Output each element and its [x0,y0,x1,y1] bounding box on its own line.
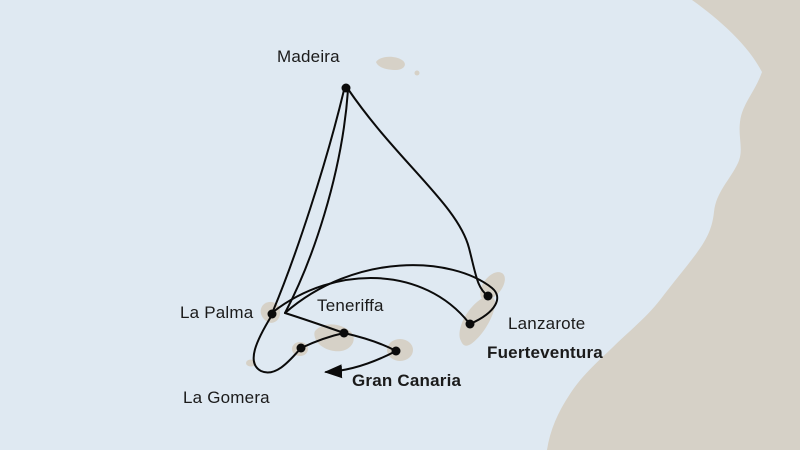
port-label-fuerteventura: Fuerteventura [487,343,603,362]
route-junction-lanzarote-hook [284,264,498,325]
port-label-gran-canaria: Gran Canaria [352,371,462,390]
port-label-lanzarote: Lanzarote [508,314,586,333]
port-label-la-palma: La Palma [180,303,254,322]
port-dot-la-gomera [296,343,306,353]
port-dot-la-palma [267,309,277,319]
route-junction-teneriffa [284,312,345,334]
route-final-arrow [324,350,397,379]
port-dot-fuerteventura [465,319,475,329]
route-madeira-lanzarote [347,88,489,297]
port-dot-madeira [341,83,351,93]
port-dot-lanzarote [483,291,493,301]
island-madeira-islet [414,70,420,76]
island-teneriffa [314,324,354,352]
mainland-coast [547,0,800,450]
port-dot-gran-canaria [391,346,401,356]
port-dot-teneriffa [339,328,349,338]
port-label-teneriffa: Teneriffa [317,296,384,315]
route-madeira-return [284,89,349,314]
route-madeira-la-palma [272,89,345,312]
island-madeira [376,56,405,70]
port-label-la-gomera: La Gomera [183,388,270,407]
route-la-palma-fuerteventura [272,277,470,324]
port-label-madeira: Madeira [277,47,340,66]
route-la-palma-la-gomera-loop [252,314,302,374]
